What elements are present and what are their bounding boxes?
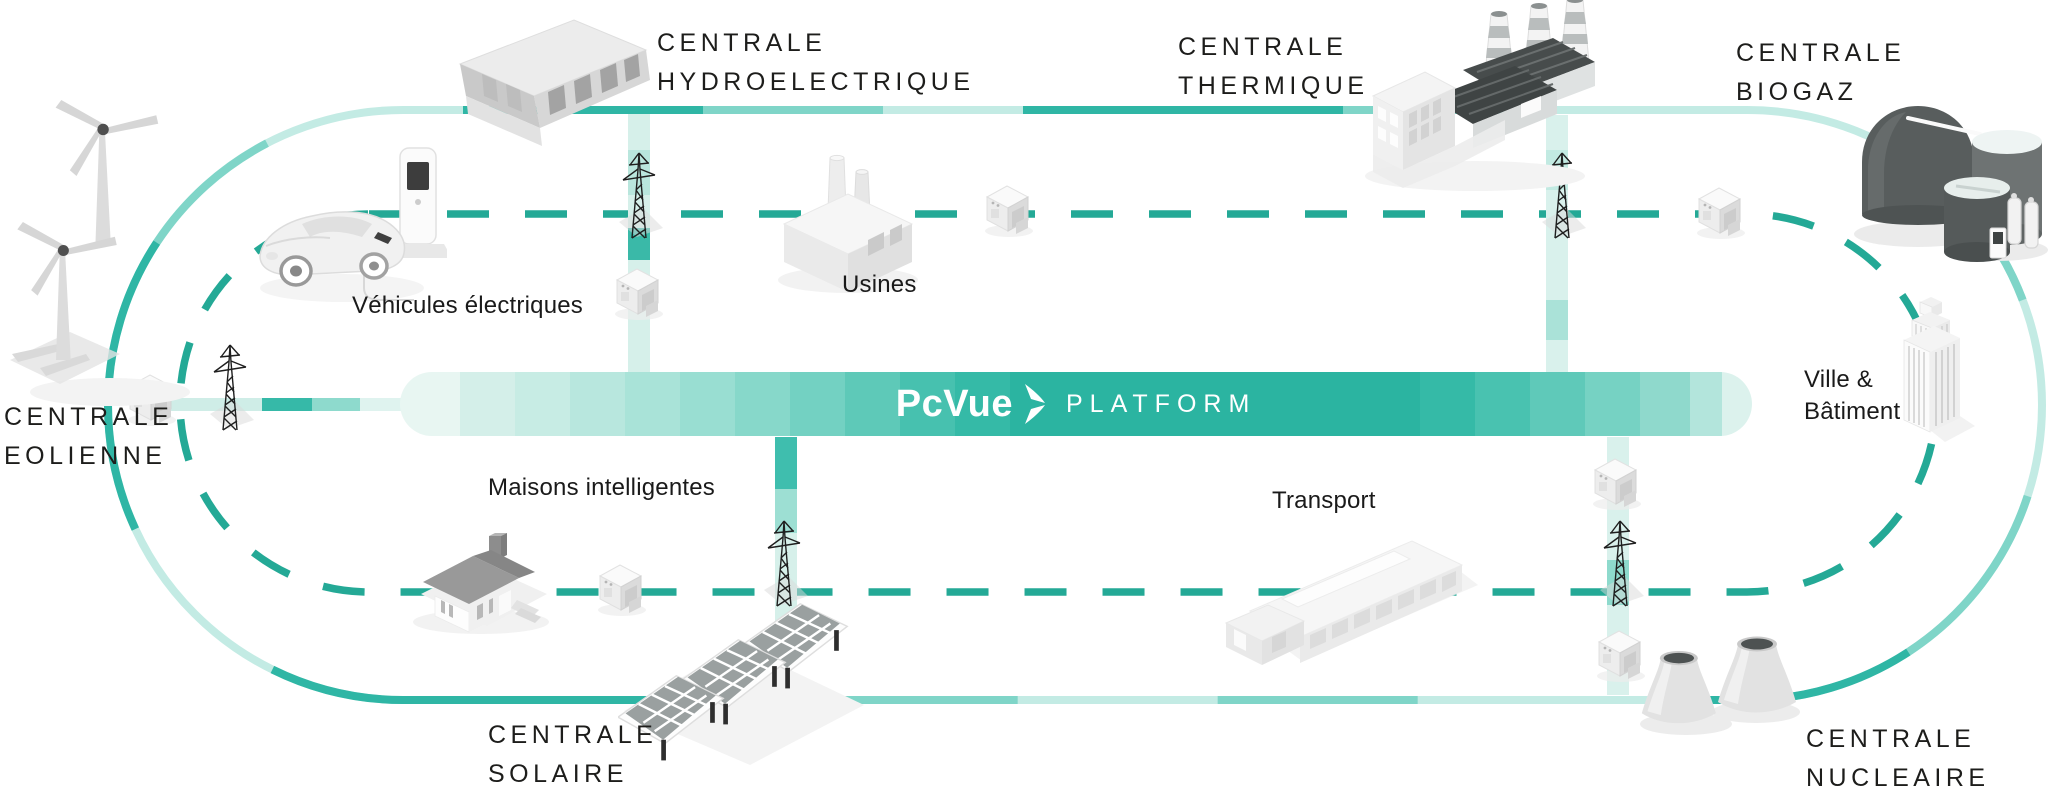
label-centrale-thermique: CENTRALE THERMIQUE bbox=[1178, 33, 1369, 100]
city-tower-icon bbox=[1890, 280, 1975, 450]
label-maisons-intelligentes: Maisons intelligentes bbox=[488, 474, 715, 501]
pcvue-logo: PcVue PLATFORM bbox=[896, 383, 1257, 426]
label-centrale-eolienne: CENTRALE EOLIENNE bbox=[4, 403, 174, 470]
label-transport: Transport bbox=[1272, 487, 1376, 514]
label-vehicules-electriques: Véhicules électriques bbox=[352, 292, 583, 319]
hydro-dam-icon bbox=[452, 18, 652, 168]
transformer-icon bbox=[614, 268, 664, 321]
platform-label: PLATFORM bbox=[1066, 389, 1257, 418]
transformer-icon bbox=[1696, 187, 1746, 240]
transformer-icon bbox=[984, 185, 1034, 238]
label-centrale-solaire: CENTRALE SOLAIRE bbox=[488, 721, 658, 788]
label-ville-batiment: Ville & Bâtiment bbox=[1804, 366, 1901, 425]
train-icon bbox=[1210, 515, 1485, 685]
pcvue-chevron-icon bbox=[1025, 384, 1045, 424]
pylon-icon bbox=[209, 344, 255, 431]
smart-house-icon bbox=[405, 500, 555, 640]
ev-charging-icon bbox=[252, 140, 447, 310]
platform-banner: PcVue PLATFORM bbox=[400, 372, 1752, 436]
factory-icon bbox=[772, 146, 924, 296]
solar-array-icon bbox=[618, 583, 870, 768]
label-centrale-hydroelectrique: CENTRALE HYDROELECTRIQUE bbox=[657, 29, 975, 96]
pcvue-brand-text: PcVue bbox=[895, 382, 1013, 425]
label-usines: Usines bbox=[842, 271, 917, 298]
biogas-plant-icon bbox=[1848, 82, 2048, 267]
thermal-plant-icon bbox=[1345, 0, 1595, 195]
label-centrale-biogaz: CENTRALE BIOGAZ bbox=[1736, 39, 1906, 106]
transformer-icon bbox=[1592, 458, 1642, 511]
nuclear-towers-icon bbox=[1638, 606, 1803, 741]
wind-farm-icon bbox=[0, 92, 205, 412]
label-centrale-nucleaire: CENTRALE NUCLEAIRE bbox=[1806, 725, 1990, 792]
